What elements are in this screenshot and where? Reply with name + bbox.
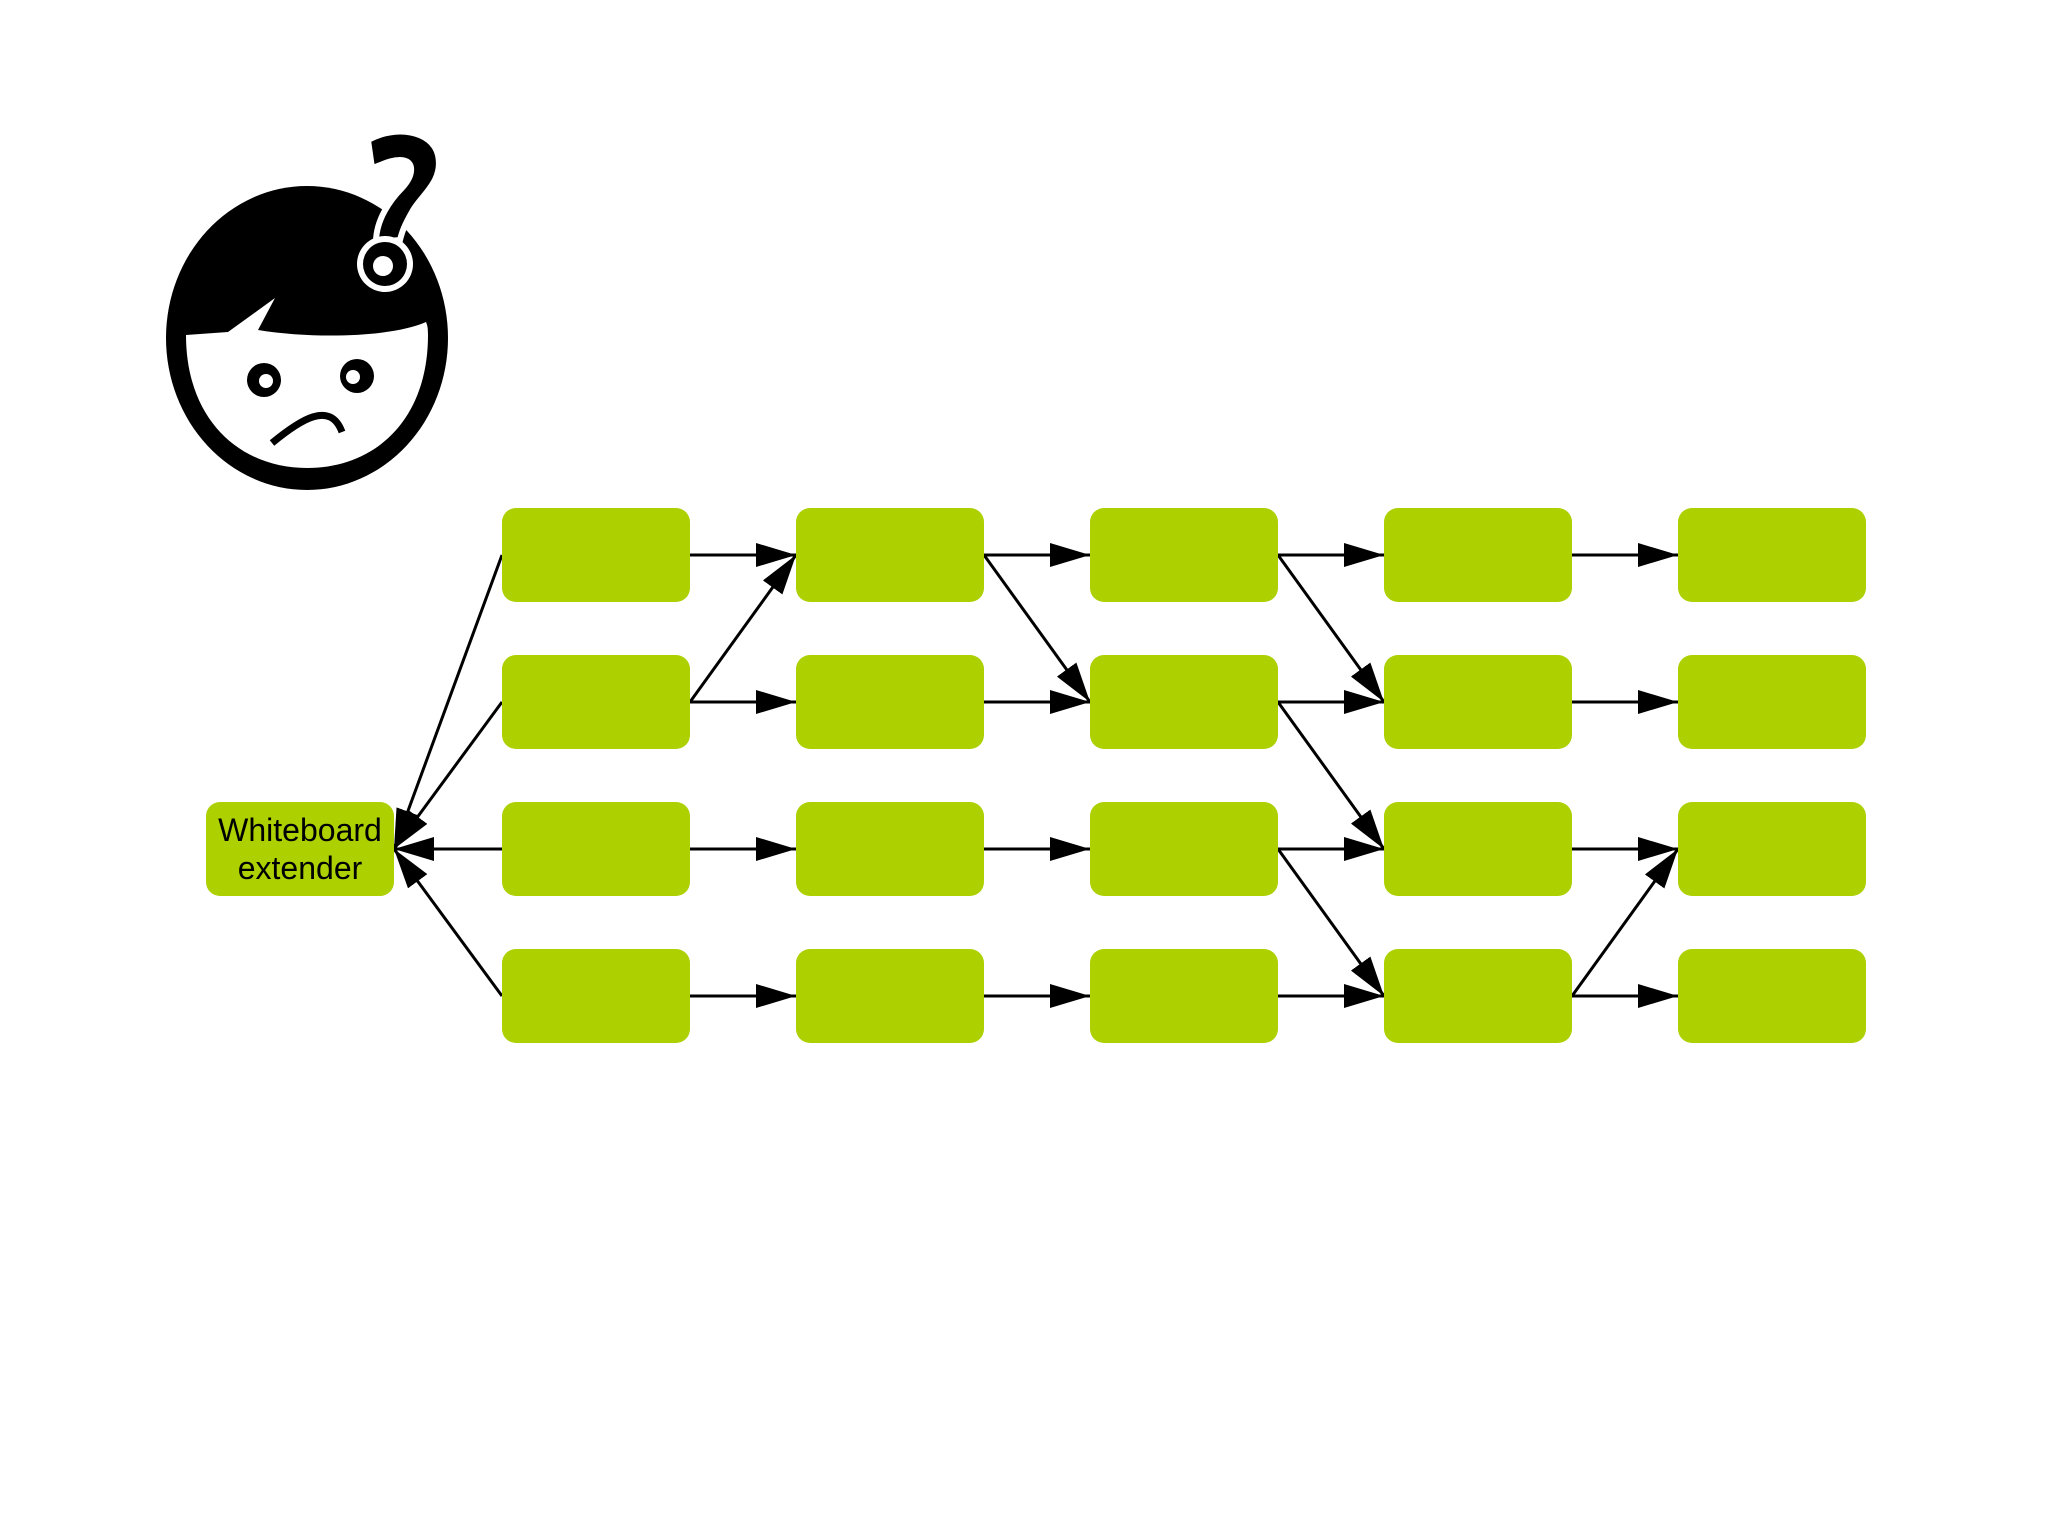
node-r1-c2-box xyxy=(1090,655,1278,749)
node-r2-c2 xyxy=(1090,802,1278,896)
edge-r1c2-to-r2c3 xyxy=(1276,701,1386,850)
node-r3-c0 xyxy=(502,949,690,1043)
node-r2-c4-box xyxy=(1678,802,1866,896)
node-r0-c4 xyxy=(1678,508,1866,602)
node-r3-c4-box xyxy=(1678,949,1866,1043)
node-r1-c0 xyxy=(502,655,690,749)
edge-r3c3-to-r2c4 xyxy=(1570,848,1680,997)
node-r1-c1-box xyxy=(796,655,984,749)
edge-r1c0-to-whiteboard xyxy=(392,701,504,850)
node-r0-c2 xyxy=(1090,508,1278,602)
edge-r0c2-to-r1c3 xyxy=(1276,554,1386,703)
node-r0-c0-box xyxy=(502,508,690,602)
whiteboard-extender-label-line: extender xyxy=(238,850,363,886)
node-r2-c1-box xyxy=(796,802,984,896)
node-r3-c2-box xyxy=(1090,949,1278,1043)
confused-face-with-question-mark-icon xyxy=(166,128,448,490)
node-r1-c3 xyxy=(1384,655,1572,749)
edge-r1c0-to-r0c1 xyxy=(688,554,798,703)
node-r2-c4 xyxy=(1678,802,1866,896)
node-r2-c1 xyxy=(796,802,984,896)
node-r1-c2 xyxy=(1090,655,1278,749)
node-r0-c0 xyxy=(502,508,690,602)
whiteboard-extender-node-box xyxy=(206,802,394,896)
node-r1-c3-box xyxy=(1384,655,1572,749)
node-r1-c4-box xyxy=(1678,655,1866,749)
edge-r0c0-to-whiteboard xyxy=(392,554,504,850)
node-r0-c4-box xyxy=(1678,508,1866,602)
node-r3-c3 xyxy=(1384,949,1572,1043)
node-r3-c4 xyxy=(1678,949,1866,1043)
edge-r2c2-to-r3c3 xyxy=(1276,848,1386,997)
node-r3-c1 xyxy=(796,949,984,1043)
node-r0-c3-box xyxy=(1384,508,1572,602)
whiteboard-extender-label-line: Whiteboard xyxy=(218,812,382,848)
node-r0-c3 xyxy=(1384,508,1572,602)
node-r1-c1 xyxy=(796,655,984,749)
node-r0-c1 xyxy=(796,508,984,602)
node-r2-c3 xyxy=(1384,802,1572,896)
node-r1-c0-box xyxy=(502,655,690,749)
node-r3-c3-box xyxy=(1384,949,1572,1043)
node-r0-c2-box xyxy=(1090,508,1278,602)
edge-r3c0-to-whiteboard xyxy=(392,848,504,997)
node-r2-c0 xyxy=(502,802,690,896)
node-r2-c3-box xyxy=(1384,802,1572,896)
node-r0-c1-box xyxy=(796,508,984,602)
node-r2-c2-box xyxy=(1090,802,1278,896)
node-r3-c2 xyxy=(1090,949,1278,1043)
node-r2-c0-box xyxy=(502,802,690,896)
node-r3-c0-box xyxy=(502,949,690,1043)
node-r3-c1-box xyxy=(796,949,984,1043)
edges xyxy=(392,543,1680,1008)
edge-r0c1-to-r1c2 xyxy=(982,554,1092,703)
node-r1-c4 xyxy=(1678,655,1866,749)
